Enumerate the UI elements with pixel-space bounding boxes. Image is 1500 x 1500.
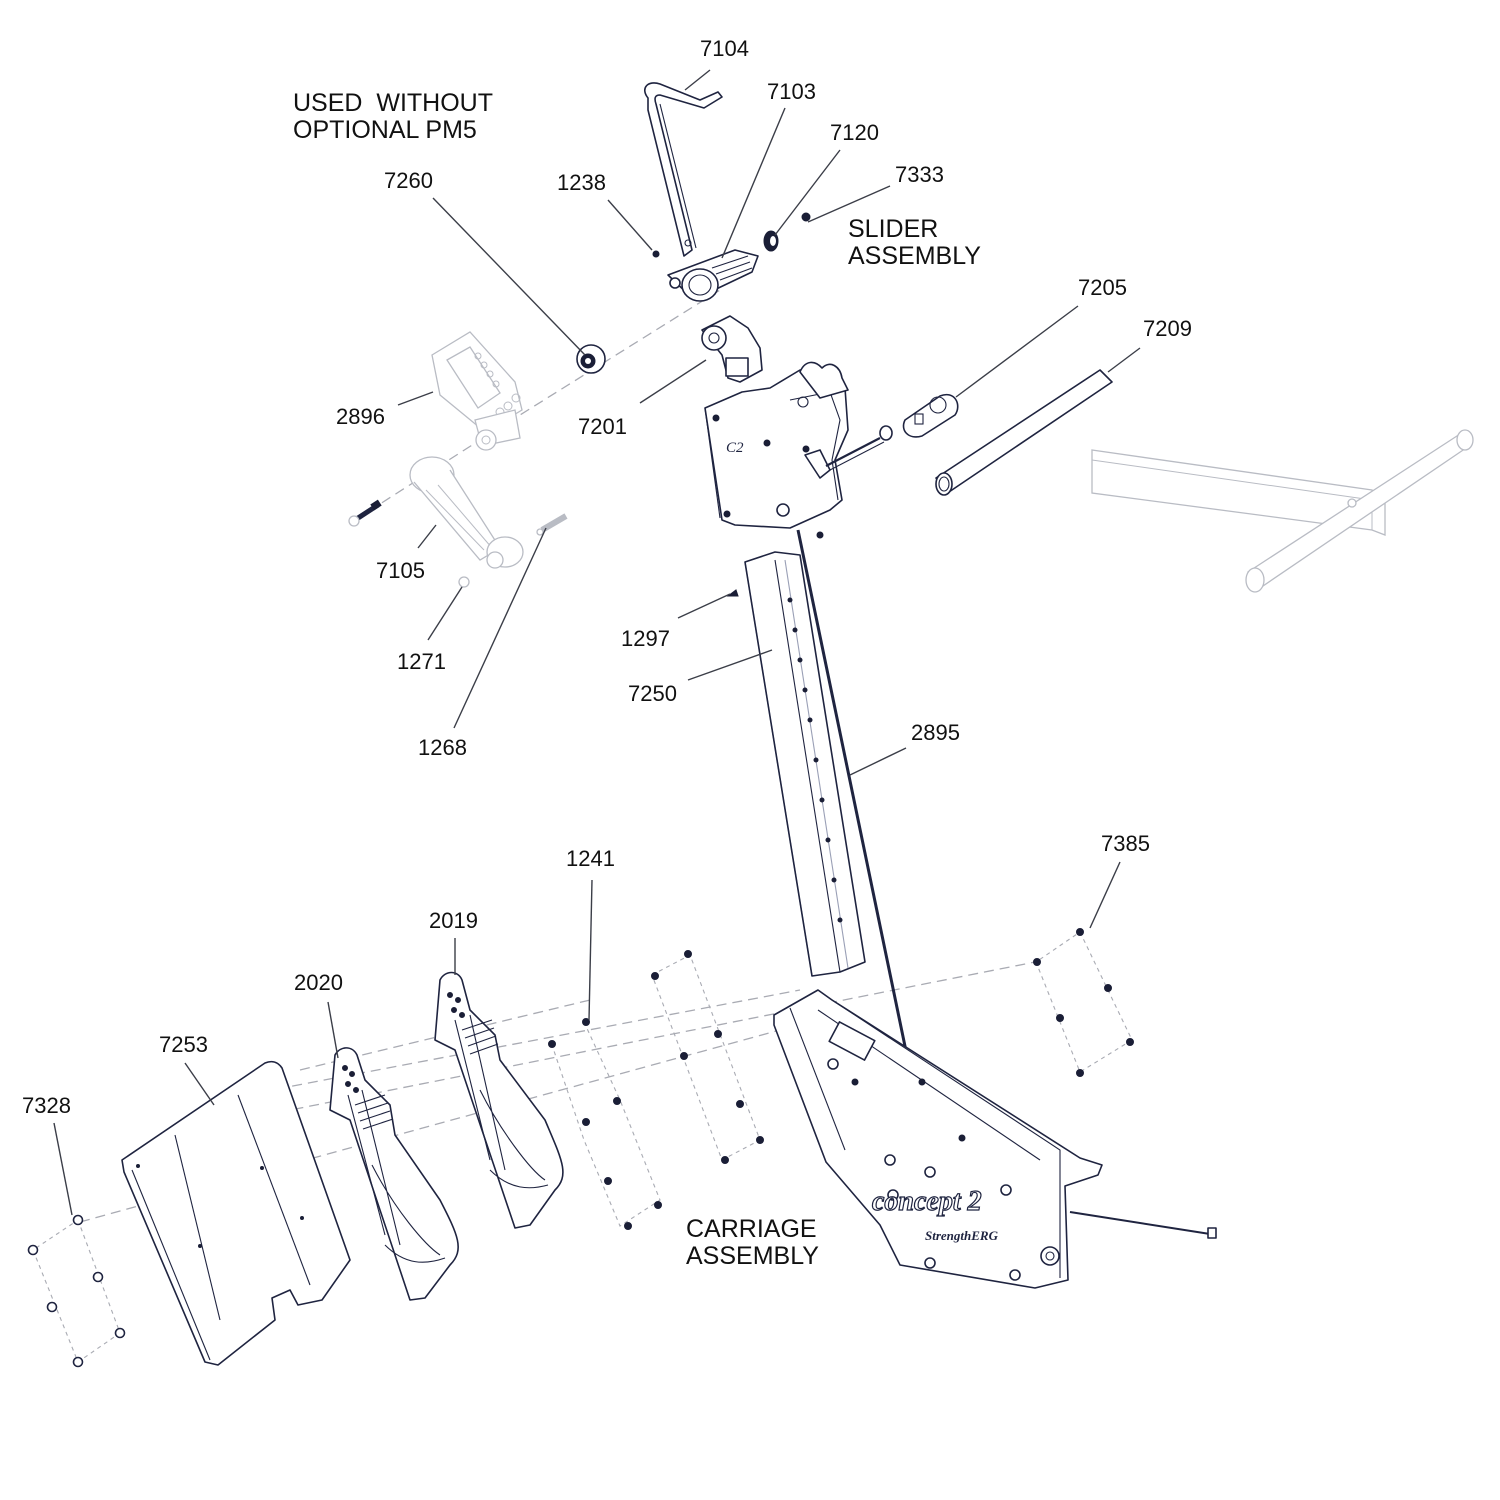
part-2895-cable: [796, 529, 914, 1081]
bolt-cluster-7385: [1033, 928, 1134, 1077]
callout-1271[interactable]: 1271: [397, 649, 446, 674]
callout-7201[interactable]: 7201: [578, 414, 627, 439]
callout-7385[interactable]: 7385: [1101, 831, 1150, 856]
callout-7328[interactable]: 7328: [22, 1093, 71, 1118]
callout-2895[interactable]: 2895: [911, 720, 960, 745]
frame-rail-reference: [1091, 429, 1474, 593]
part-7253-foot-plate: [121, 1060, 351, 1366]
part-2896-monitor: [431, 331, 523, 451]
part-7260-knob: [576, 344, 606, 374]
callout-7120[interactable]: 7120: [830, 120, 879, 145]
callout-7105[interactable]: 7105: [376, 558, 425, 583]
callout-2019[interactable]: 2019: [429, 908, 478, 933]
callout-1238[interactable]: 1238: [557, 170, 606, 195]
part-1268-bolt: [536, 513, 568, 536]
callout-7209[interactable]: 7209: [1143, 316, 1192, 341]
callout-7253[interactable]: 7253: [159, 1032, 208, 1057]
callout-7104[interactable]: 7104: [700, 36, 749, 61]
screw-cluster-7328: [27, 1214, 126, 1368]
carriage-sub-logo: StrengthERG: [925, 1228, 999, 1243]
note-carriage-assembly: CARRIAGE ASSEMBLY: [686, 1215, 819, 1270]
part-7205-end-cap: [902, 393, 959, 438]
carriage-brand-logo: concept 2: [872, 1186, 982, 1217]
callout-1268[interactable]: 1268: [418, 735, 467, 760]
callout-1241[interactable]: 1241: [566, 846, 615, 871]
housing-c2-logo: C2: [726, 440, 744, 456]
callout-7103[interactable]: 7103: [767, 79, 816, 104]
leader-lines: [53, 69, 1141, 1216]
shaft-rod: [825, 425, 893, 471]
part-7250-beam: [744, 551, 866, 977]
part-7104-strap: [644, 82, 723, 257]
part-1238-screw: [652, 250, 660, 258]
part-1297-screw: [726, 589, 739, 597]
callout-7250[interactable]: 7250: [628, 681, 677, 706]
callout-2020[interactable]: 2020: [294, 970, 343, 995]
part-7209-tube: [935, 369, 1113, 496]
part-2019-footrest: [434, 971, 564, 1229]
part-7105-monitor-arm: [409, 456, 524, 569]
part-7103-slider-body: [667, 249, 759, 302]
part-7333-nut: [801, 212, 811, 222]
part-1271-nut: [458, 576, 470, 588]
part-2020-footrest: [329, 1047, 459, 1301]
arm-bolt-left: [348, 499, 382, 527]
callout-7205[interactable]: 7205: [1078, 275, 1127, 300]
bolt-cluster-1241: [548, 950, 764, 1230]
callout-2896[interactable]: 2896: [336, 404, 385, 429]
part-7201-bracket: [701, 315, 763, 383]
callout-1297[interactable]: 1297: [621, 626, 670, 651]
part-7120-bushing: [763, 230, 779, 252]
housing-assembly: C2: [704, 361, 849, 529]
carriage-assembly: concept 2 StrengthERG: [773, 989, 1217, 1289]
callout-7333[interactable]: 7333: [895, 162, 944, 187]
housing-small-nut: [816, 531, 824, 539]
note-used-without-pm5: USED WITHOUT OPTIONAL PM5: [293, 89, 493, 144]
note-slider-assembly: SLIDER ASSEMBLY: [848, 215, 981, 270]
callout-7260[interactable]: 7260: [384, 168, 433, 193]
